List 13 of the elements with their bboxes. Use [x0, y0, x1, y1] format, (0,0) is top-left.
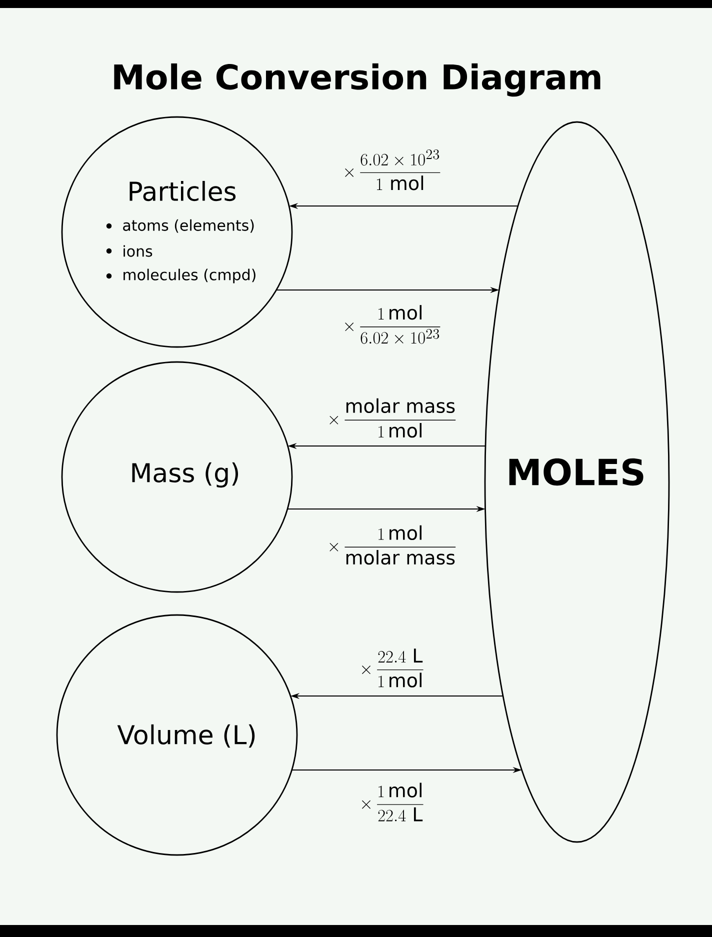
bullet-item: molecules (cmpd): [106, 268, 256, 284]
edge-label: $\times\,\frac{6.02\times10^{23}}{1\ \mathrm{mol}}$: [345, 149, 440, 190]
circle-node: Mass (g): [61, 361, 293, 593]
edge-label: $\times\,\frac{1\,\mathrm{mol}}{6.02\times10^{23}}$: [345, 305, 440, 344]
edge-label: $\times\,\frac{1\,\mathrm{mol}}{\mathrm{molar\ mass}}$: [330, 525, 456, 565]
circle-node: Volume (L): [56, 614, 298, 856]
edge-label: $\times\,\frac{\mathrm{molar\ mass}}{1\,\mathrm{mol}}$: [330, 398, 456, 438]
title: Mole Conversion Diagram: [114, 63, 600, 97]
ellipse-node: MOLES: [484, 121, 670, 843]
bullet-item: ions: [106, 245, 152, 257]
bullet-item: atoms (elements): [106, 219, 254, 233]
edge-label: $\times\,\frac{1\,\mathrm{mol}}{22.4\ \mathrm{L}}$: [362, 782, 424, 822]
edge-label: $\times\,\frac{22.4\ \mathrm{L}}{1\,\mathrm{mol}}$: [362, 648, 424, 688]
